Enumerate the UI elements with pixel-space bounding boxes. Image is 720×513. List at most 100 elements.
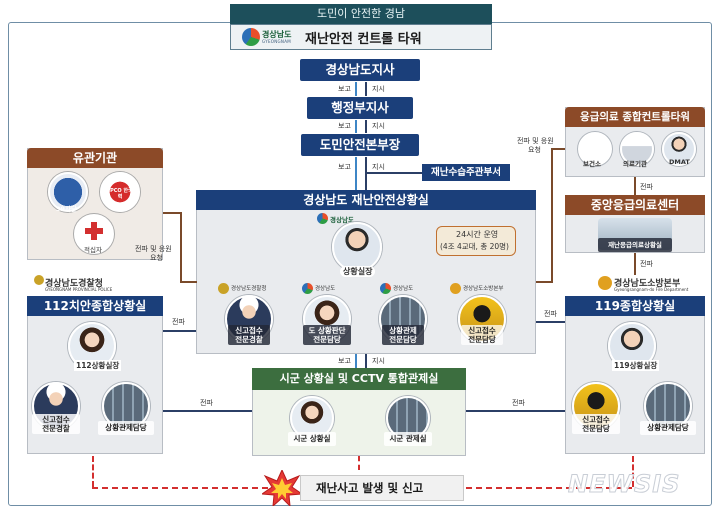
report-arrow-2 <box>355 120 357 133</box>
cctv-report-arrow <box>355 354 357 368</box>
instruct-arrow-3 <box>365 157 367 190</box>
cctv-fire-relay: 전파 <box>512 399 525 407</box>
related-relay-label: 전파 및 응원 <box>135 245 172 253</box>
dmat-label: DMAT <box>669 158 690 166</box>
fire-medical-relay: 전파 <box>640 260 653 268</box>
gyeongnam-logo-icon <box>242 28 260 46</box>
city-situation-caption: 시군 상황실 <box>288 432 336 446</box>
instruct-label-3: 지시 <box>372 163 385 171</box>
police-org-name: 경상남도경찰청 <box>45 279 103 289</box>
instruct-label-1: 지시 <box>372 85 385 93</box>
operation-shifts: (4조 4교대, 총 20명) <box>440 242 509 251</box>
medical-center-arrow-v <box>551 148 553 283</box>
operation-hours: 24시간 운영 <box>456 230 499 239</box>
cctv-fire-arrow <box>466 410 565 412</box>
fire-medical-arrow <box>634 253 636 275</box>
incident-line-left <box>92 487 268 489</box>
safety-bureau-box: 도민안전본부장 <box>301 134 419 156</box>
fire-badge-icon <box>598 276 612 290</box>
situation-chief-label: 상황실장 <box>340 266 376 277</box>
fire-chief-label: 119상황실장 <box>612 360 660 371</box>
explosion-icon <box>262 470 302 506</box>
army-division-label: 39사단 <box>56 205 78 213</box>
health-center-icon <box>578 132 612 166</box>
police-112-title: 112치안종합상황실 <box>27 296 163 316</box>
fire-119-title: 119종합상황실 <box>565 296 705 316</box>
fire-badge-icon <box>450 283 461 294</box>
fire-org-en: Gyeongsangnam-do Fire Department <box>614 287 689 292</box>
slogan-banner: 도민이 안전한 경남 <box>230 4 492 24</box>
incident-label: 재난사고 발생 및 신고 <box>316 481 424 495</box>
medical-center-arrow-h <box>536 281 552 283</box>
report-label-2: 보고 <box>338 122 351 130</box>
cctv-report-label: 보고 <box>338 357 351 365</box>
emergency-room-caption: 재난응급의료상황실 <box>598 238 672 252</box>
related-relay-arrow-h <box>180 281 197 283</box>
cctv-police-relay: 전파 <box>200 399 213 407</box>
situation-chief-photo <box>332 222 382 272</box>
hospital-icon <box>620 132 654 166</box>
medical-relay-label: 전파 <box>640 183 653 191</box>
kepco-icon <box>100 172 140 212</box>
fire-relay-arrow <box>536 321 565 323</box>
related-relay-arrow <box>163 212 181 214</box>
fire-monitor-photo <box>644 382 692 430</box>
center-org-police: 경상남도경찰청 <box>231 286 267 292</box>
medical-center-arrow-top <box>551 148 565 150</box>
governor-box: 경상남도지사 <box>300 59 420 81</box>
operation-info-box <box>436 226 516 256</box>
police-right-caption: 상황관제담당 <box>98 421 154 435</box>
fire-right-caption: 상황관제담당 <box>640 421 696 435</box>
center-org-fire: 경상남도소방본부 <box>463 286 504 292</box>
emergency-medical-title: 응급의료 종합컨트롤타워 <box>565 107 705 127</box>
control-tower-title: 재난안전 컨트롤 타워 <box>305 32 422 47</box>
police-relay-arrow <box>163 330 196 332</box>
logo-text-ko: 경상남도 <box>262 30 292 39</box>
police-chief-label: 112상황실장 <box>74 360 122 371</box>
incident-line-center <box>358 456 360 470</box>
report-label-1: 보고 <box>338 85 351 93</box>
instruct-arrow-2 <box>365 120 367 133</box>
dmat-photo <box>662 132 696 166</box>
situation-room-title: 경상남도 재난안전상황실 <box>196 190 536 210</box>
recovery-dept-box: 재난수습주관부서 <box>422 164 510 181</box>
red-cross-h <box>85 228 103 234</box>
incident-line-left-v <box>92 456 94 487</box>
incident-line-right <box>466 487 632 489</box>
city-control-caption: 시군 관제실 <box>384 432 432 446</box>
report-arrow-3 <box>355 157 357 190</box>
report-arrow-1 <box>355 82 357 96</box>
center-logo-icon <box>317 213 328 224</box>
medical-relay-req: 전파 및 응원 <box>517 137 554 145</box>
red-cross-label: 적십자 <box>84 246 102 254</box>
cctv-police-arrow <box>163 410 252 412</box>
vice-governor-box: 행정부지사 <box>307 97 413 119</box>
incident-line-right-v <box>632 456 634 487</box>
recovery-arrow <box>367 172 422 174</box>
police-monitor-photo <box>102 382 150 430</box>
cctv-instruct-label: 지시 <box>372 357 385 365</box>
instruct-label-2: 지시 <box>372 122 385 130</box>
police-badge-icon <box>34 275 44 285</box>
medical-req-label: 요청 <box>528 146 541 154</box>
gyeongnam-logo-icon <box>380 283 391 294</box>
health-center-label: 보건소 <box>583 160 601 168</box>
incident-box <box>300 475 464 501</box>
fire-org-name: 경상남도소방본부 <box>614 279 681 289</box>
police-badge-icon <box>218 283 229 294</box>
center-org-gs1: 경상남도 <box>315 286 336 292</box>
hospital-label: 의료기관 <box>623 160 647 168</box>
control-tower-header <box>230 24 492 50</box>
related-agencies-title: 유관기관 <box>27 148 163 168</box>
fire-relay-label: 전파 <box>544 310 557 318</box>
army-division-icon <box>48 172 88 212</box>
instruct-arrow-1 <box>365 82 367 96</box>
gyeongnam-logo-icon <box>302 283 313 294</box>
cctv-title: 시군 상황실 및 CCTV 통합관제실 <box>252 368 466 390</box>
central-emergency-title: 중앙응급의료센터 <box>565 195 705 215</box>
